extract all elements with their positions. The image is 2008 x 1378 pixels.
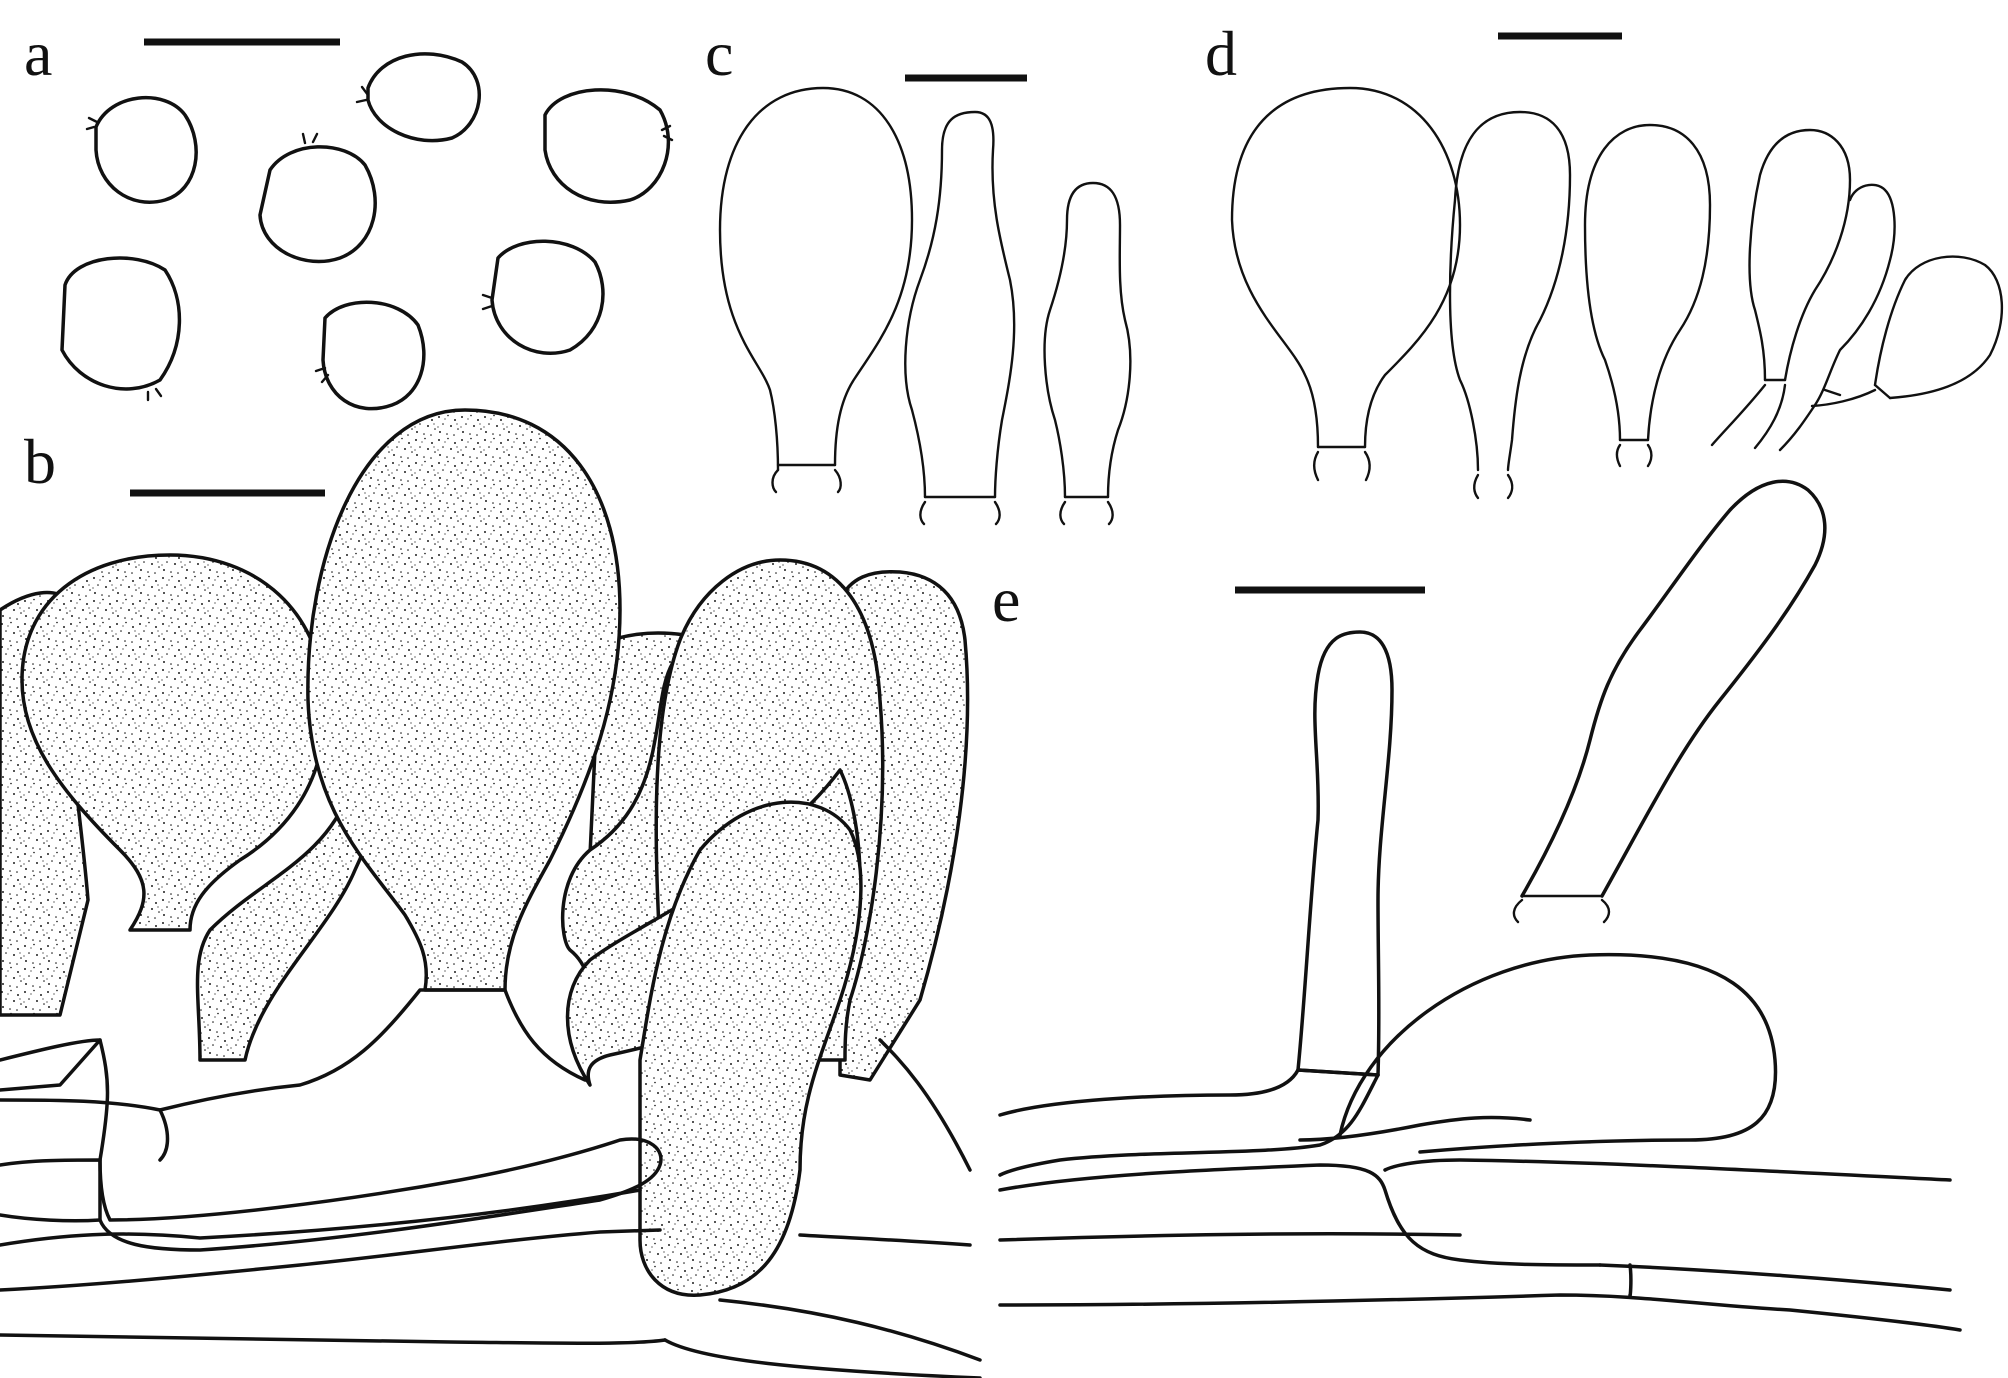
hypha: [998, 1232, 1462, 1242]
septum: [1512, 894, 1611, 924]
hypha: [98, 1137, 663, 1252]
cystidium-cluster: [1710, 128, 2004, 452]
panel-b-pileipellis: [0, 408, 982, 1378]
spore: [60, 256, 182, 402]
panel-label-d: d: [1205, 18, 1237, 89]
cystidium: [1520, 479, 1827, 898]
terminal-cell: [306, 408, 622, 992]
panel-label-a: a: [24, 18, 53, 89]
panel-c-cheilocystidia: [718, 74, 1132, 526]
hypha: [1383, 1158, 1952, 1182]
hypha: [663, 1338, 982, 1378]
septum: [1628, 1263, 1633, 1298]
septum: [158, 1108, 170, 1162]
cystidium: [718, 86, 914, 494]
cystidium: [1043, 181, 1132, 526]
panel-label-e: e: [992, 564, 1021, 635]
hypha: [998, 1163, 1602, 1267]
hypha: [0, 1228, 662, 1292]
spore: [258, 132, 377, 264]
hypha: [0, 1333, 667, 1345]
panel-label-b: b: [24, 426, 56, 497]
hypha: [0, 988, 587, 1112]
cystidium: [1583, 123, 1712, 468]
hypha: [798, 1233, 972, 1247]
hypha: [0, 1038, 102, 1092]
spore: [481, 239, 605, 355]
cystidium: [1296, 630, 1394, 1077]
panel-a-spores: [60, 38, 674, 411]
hypha: [1298, 1115, 1532, 1142]
hypha: [998, 1068, 1380, 1177]
panel-label-c: c: [705, 18, 734, 89]
hypha: [0, 1188, 642, 1247]
inflated-cell: [1338, 952, 1778, 1154]
spore: [85, 95, 198, 204]
panel-e-caulocystidia: [998, 479, 1962, 1332]
hypha: [878, 1038, 972, 1172]
spore: [543, 88, 674, 204]
hypha: [0, 1158, 102, 1223]
cystidium: [904, 110, 1016, 526]
terminal-cell: [638, 800, 863, 1297]
hypha: [718, 1298, 982, 1362]
panel-d-pleurocystidia: [1230, 32, 2004, 500]
septum: [98, 1038, 110, 1162]
hypha: [998, 1293, 1962, 1332]
terminal-cell: [20, 553, 327, 932]
spore: [314, 300, 426, 411]
cystidium: [1448, 110, 1572, 500]
hypha: [1598, 1263, 1952, 1292]
spore: [355, 52, 481, 143]
cystidium: [1230, 86, 1462, 482]
